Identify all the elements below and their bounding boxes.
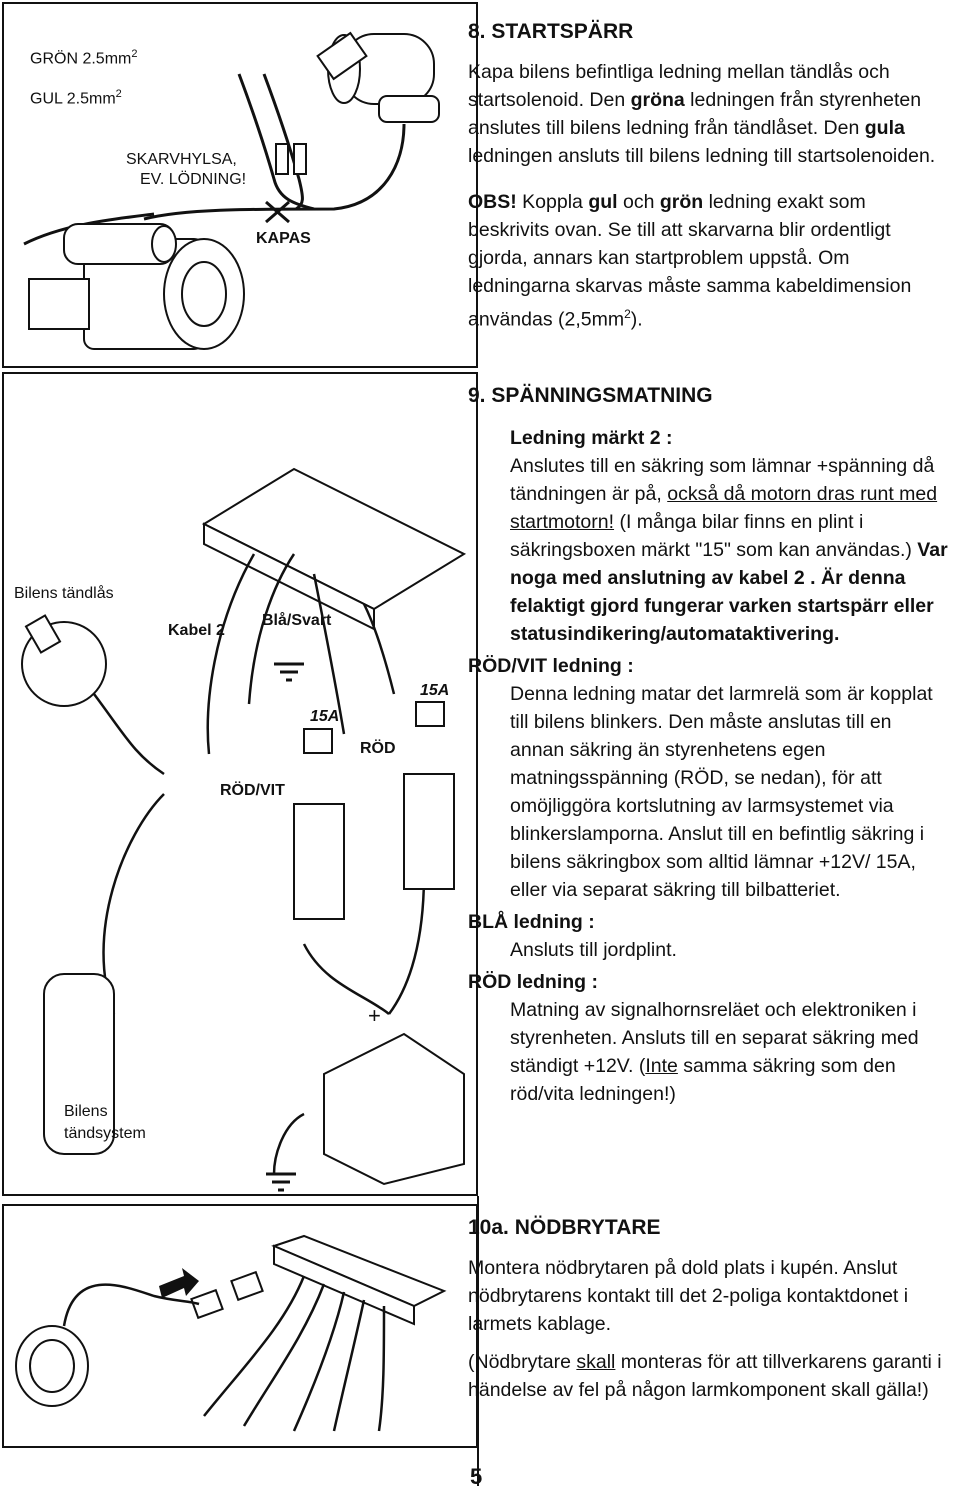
page-number: 5 (470, 1464, 483, 1489)
label-rod: RÖD (360, 740, 396, 757)
label-fuse-15a-1: 15A (310, 708, 340, 725)
figure-startsparr: GRÖN 2.5mm2 GUL 2.5mm2 SKARVHYLSA, EV. L… (2, 2, 478, 368)
section-9-bla-heading: BLÅ ledning : (468, 911, 595, 933)
label-tandsystem: tändsystem (64, 1125, 146, 1142)
label-rod-vit: RÖD/VIT (220, 782, 285, 799)
section-10a-paragraph-1: Montera nödbrytaren på dold plats i kupé… (468, 1257, 909, 1335)
label-bilens: Bilens (64, 1103, 108, 1120)
section-9-ledning-2-text: Anslutes till en säkring som lämnar +spä… (510, 455, 948, 645)
section-10a-title: 10a. NÖDBRYTARE (468, 1216, 661, 1239)
label-gul: GUL 2.5mm2 (30, 88, 122, 108)
column-divider (477, 1196, 479, 1486)
section-8-paragraph-1: Kapa bilens befintliga ledning mellan tä… (468, 61, 936, 167)
starter-solenoid-illustration (23, 31, 440, 350)
section-9-bla-text: Ansluts till jordplint. (510, 939, 677, 961)
section-8-startsparr: 8. STARTSPÄRR Kapa bilens befintliga led… (468, 18, 950, 334)
section-8-obs: OBS! Koppla gul och grön ledning exakt s… (468, 191, 912, 331)
power-wiring-illustration (21, 467, 467, 1192)
figure-spanningsmatning: Bilens tändlås Kabel 2 Blå/Svart 15A 15A… (2, 372, 478, 1196)
figure-nodbrytare (2, 1204, 478, 1448)
label-bilens-tandlas: Bilens tändlås (14, 585, 114, 602)
label-kapas: KAPAS (256, 230, 311, 247)
label-lodning: EV. LÖDNING! (140, 171, 247, 188)
label-skarvhylsa: SKARVHYLSA, (126, 151, 237, 168)
section-9-ledning-2-heading: Ledning märkt 2 : (510, 427, 673, 449)
section-9-title: 9. SPÄNNINGSMATNING (468, 384, 713, 407)
section-10a-nodbrytare: 10a. NÖDBRYTARE Montera nödbrytaren på d… (468, 1214, 950, 1404)
section-9-rod-heading: RÖD ledning : (468, 971, 598, 993)
label-bla-svart: Blå/Svart (262, 612, 332, 629)
label-fuse-15a-2: 15A (420, 682, 450, 699)
emergency-switch-illustration (15, 1234, 447, 1432)
section-9-rod-text: Matning av signalhornsreläet och elektro… (510, 999, 919, 1105)
section-9-rod-vit-text: Denna ledning matar det larmrelä som är … (510, 683, 933, 901)
section-10a-paragraph-2: (Nödbrytare skall monteras för att tillv… (468, 1351, 942, 1401)
section-9-rod-vit-heading: RÖD/VIT ledning : (468, 655, 634, 677)
section-8-title: 8. STARTSPÄRR (468, 20, 634, 43)
section-9-spanningsmatning: 9. SPÄNNINGSMATNING Ledning märkt 2 : An… (468, 382, 950, 1108)
label-kabel-2: Kabel 2 (168, 622, 225, 639)
label-gron: GRÖN 2.5mm2 (30, 48, 138, 68)
label-plus: + (368, 1003, 381, 1028)
